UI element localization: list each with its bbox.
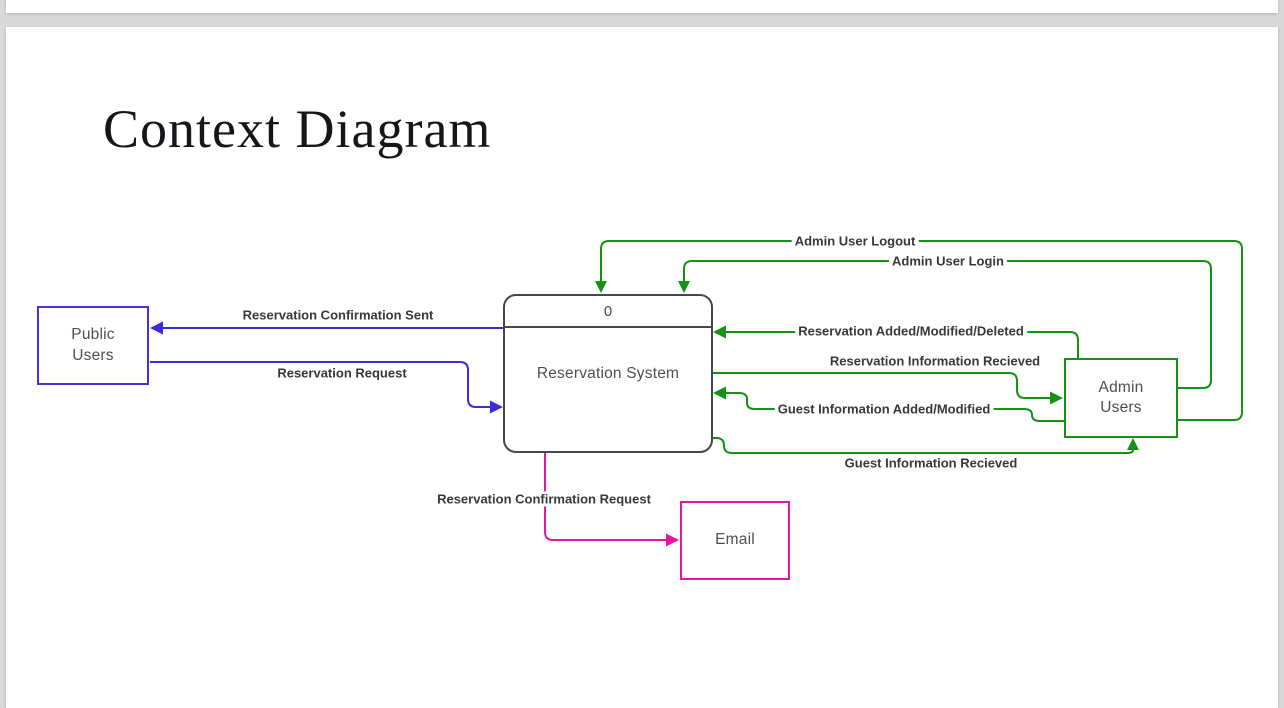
process-number: 0 — [505, 296, 711, 328]
slide: Context Diagram — [6, 27, 1278, 708]
previous-slide-edge — [6, 0, 1278, 13]
flow-label-admin-user-logout: Admin User Logout — [791, 233, 919, 249]
process-reservation-system: 0 Reservation System — [503, 294, 713, 453]
flow-line-admin-user-login — [678, 260, 1212, 389]
slide-title: Context Diagram — [103, 99, 492, 159]
flow-line-reservation-request — [150, 361, 503, 414]
flow-line-guest-information-added-modified — [713, 386, 1064, 422]
process-label: Reservation System — [536, 365, 680, 382]
flow-label-reservation-request: Reservation Request — [274, 365, 410, 381]
flow-label-reservation-confirmation-sent: Reservation Confirmation Sent — [239, 307, 437, 323]
flow-label-guest-information-recieved: Guest Information Recieved — [841, 455, 1021, 471]
flow-label-admin-user-login: Admin User Login — [889, 253, 1007, 269]
flow-line-reservation-confirmation-sent — [150, 321, 503, 335]
entity-public-users: Public Users — [37, 306, 149, 385]
flow-label-reservation-confirmation-request: Reservation Confirmation Request — [434, 491, 654, 507]
diagram-canvas — [150, 240, 1243, 547]
flow-label-reservation-information-recieved: Reservation Information Recieved — [826, 353, 1044, 369]
flow-line-reservation-added-modified-deleted — [713, 325, 1079, 358]
flow-line-guest-information-recieved — [713, 437, 1139, 454]
entity-email: Email — [680, 501, 790, 580]
flow-line-reservation-information-recieved — [713, 372, 1063, 405]
entity-admin-users: Admin Users — [1064, 358, 1178, 438]
flow-line-admin-user-logout — [595, 240, 1243, 421]
flow-label-guest-information-added-modified: Guest Information Added/Modified — [774, 401, 994, 417]
flow-label-reservation-added-modified-deleted: Reservation Added/Modified/Deleted — [795, 323, 1027, 339]
flow-line-reservation-confirmation-request — [544, 453, 679, 547]
